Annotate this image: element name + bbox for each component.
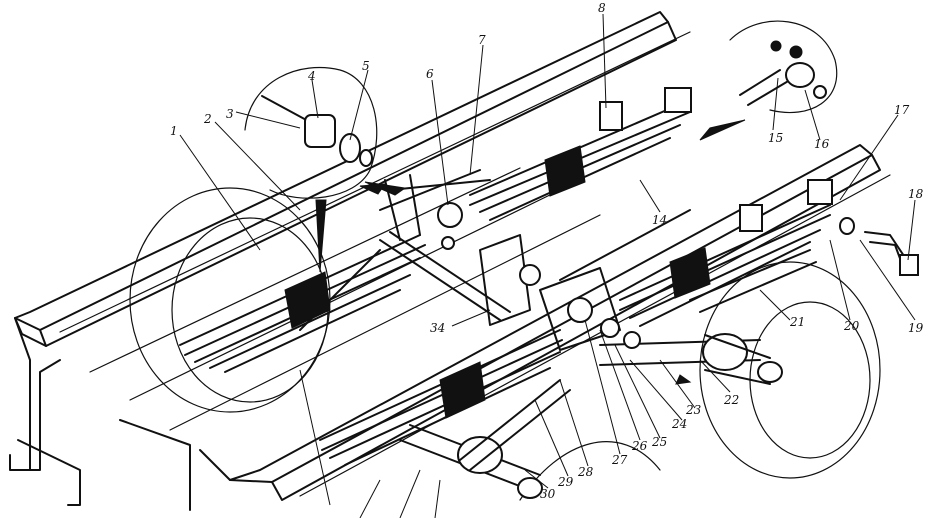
callout-15: 15: [768, 131, 783, 145]
callout-26: 26: [631, 439, 648, 453]
callout-16: 16: [814, 137, 830, 151]
leader-lines: [179, 13, 916, 518]
callout-23: 23: [685, 403, 702, 417]
callout-8: 8: [598, 1, 606, 15]
callout-20: 20: [843, 319, 860, 333]
torque-rod: [384, 174, 491, 250]
leaf-spring-upper-left: [179, 234, 426, 373]
callout-1: 1: [170, 124, 178, 138]
callout-21: 21: [789, 315, 805, 329]
callout-arrows: [315, 183, 692, 385]
callout-29: 29: [557, 475, 574, 489]
frame-end-member: [9, 317, 231, 511]
balancer-bracket: [479, 234, 641, 351]
callout-17: 17: [894, 103, 910, 117]
callout-25: 25: [651, 435, 667, 449]
callout-5: 5: [362, 59, 370, 73]
leaf-spring-lower-left: [319, 329, 563, 466]
callout-24: 24: [671, 417, 687, 431]
callout-27: 27: [611, 453, 628, 467]
frame-rail-right: [229, 144, 891, 501]
inset-detail-bushing: [244, 66, 407, 199]
callout-19: 19: [908, 321, 924, 335]
callout-2: 2: [203, 112, 212, 126]
leaf-spring-lower-right: [619, 179, 833, 327]
inset-detail-bolt: [839, 217, 919, 276]
axle-housing-rear: [399, 424, 543, 499]
callout-18: 18: [908, 187, 924, 201]
callout-labels: 1 2 3 4 5 6 7 8 14 15 16 17 18 19 20 21 …: [170, 1, 924, 501]
callout-14: 14: [652, 213, 667, 227]
callout-6: 6: [426, 67, 434, 81]
inset-detail-pin: [699, 20, 838, 141]
cross-members: [89, 167, 601, 431]
leaf-spring-upper-right: [469, 87, 692, 221]
axle-housing-front: [599, 333, 783, 385]
frame-rail-left: [14, 11, 691, 347]
callout-7: 7: [478, 33, 486, 47]
callout-28: 28: [577, 465, 594, 479]
callout-30: 30: [540, 487, 556, 501]
callout-22: 22: [723, 393, 739, 407]
callout-4: 4: [307, 69, 316, 83]
callout-3: 3: [226, 107, 234, 121]
reaction-rods: [299, 169, 817, 471]
callout-34: 34: [430, 321, 445, 335]
